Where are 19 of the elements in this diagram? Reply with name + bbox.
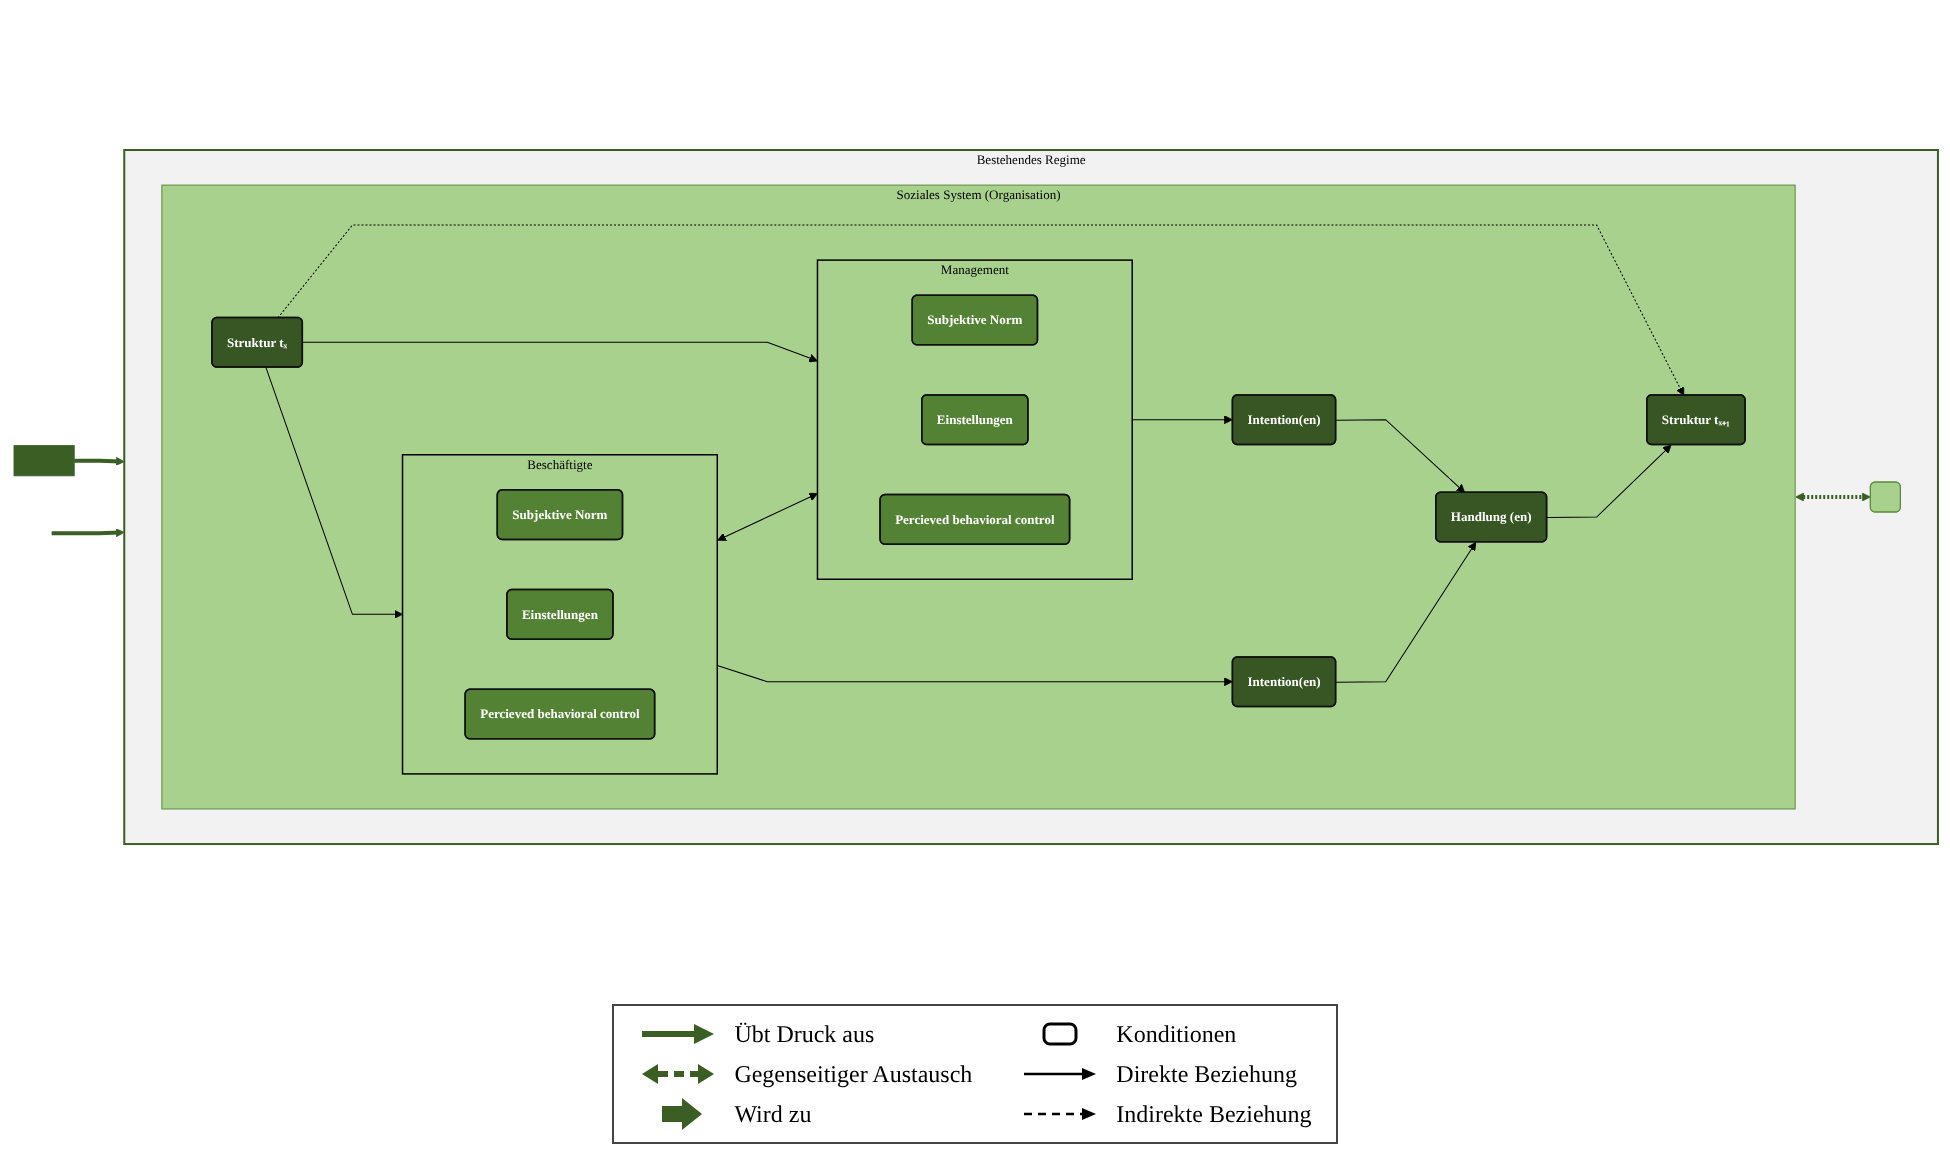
arrow — [50, 529, 124, 539]
legend-label: Übt Druck aus — [734, 1019, 875, 1049]
legend-label: Direkte Beziehung — [1116, 1059, 1297, 1089]
arrow — [1794, 493, 1870, 503]
arrow — [276, 225, 1684, 397]
legend-label: Konditionen — [1116, 1019, 1237, 1049]
legend-label: Wird zu — [734, 1099, 812, 1129]
arrow — [73, 457, 124, 467]
arrow — [715, 665, 1232, 688]
arrow — [1334, 420, 1465, 495]
arrow — [1545, 445, 1671, 519]
arrow — [1130, 416, 1232, 426]
legend-label: Indirekte Beziehung — [1116, 1099, 1312, 1129]
arrow — [264, 367, 402, 620]
arrow — [300, 342, 817, 364]
arrow — [716, 493, 817, 542]
legend-label: Gegenseitiger Austausch — [734, 1059, 973, 1089]
arrow — [1334, 542, 1476, 684]
node-bar — [12, 446, 74, 478]
